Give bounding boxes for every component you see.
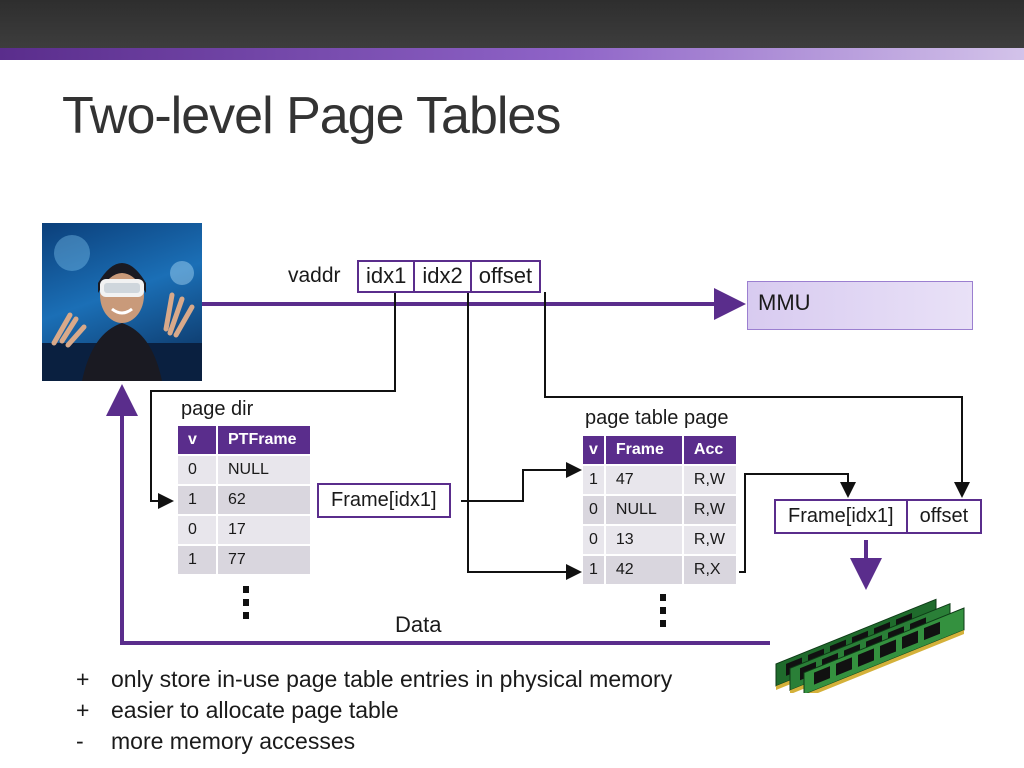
table-row: 1 62 [178,486,310,514]
physical-offset-field: offset [919,505,969,527]
page-table-to-physical-frame-arrow [739,473,856,573]
physical-frame-field: Frame[idx1] [776,501,908,532]
bullet-text: easier to allocate page table [111,697,399,723]
table-row: 1 77 [178,546,310,574]
idx1-to-page-dir-arrow [150,292,396,509]
table-cell: 47 [605,466,682,494]
slide-title: Two-level Page Tables [62,87,561,145]
table-cell: 1 [583,556,604,584]
mmu-box: MMU [747,281,973,330]
list-item: - more memory accesses [76,726,672,757]
table-row: 1 47 R,W [583,466,736,494]
table-cell: R,W [683,526,736,554]
vaddr-field-offset: offset [478,263,533,288]
table-row: 1 42 R,X [583,556,736,584]
slide-top-bar [0,0,1024,48]
idx2-to-page-table-arrow [467,292,582,580]
table-cell: R,W [683,466,736,494]
data-return-arrow [106,384,770,645]
table-cell: 0 [178,516,216,544]
page-dir-header-v: v [178,426,216,454]
physical-address-box: Frame[idx1] offset [774,499,983,534]
offset-to-physical-offset-arrow [544,292,970,498]
vaddr-field-idx1: idx1 [359,262,416,291]
table-row: 0 NULL [178,456,310,484]
table-cell: R,X [683,556,736,584]
list-item: + easier to allocate page table [76,695,672,726]
table-cell: 1 [583,466,604,494]
page-dir-label: page dir [181,398,254,420]
frame-idx1-label: Frame[idx1] [331,489,437,511]
vaddr-field-idx2: idx2 [415,262,472,291]
page-dir-header-ptframe: PTFrame [218,426,310,454]
frame-to-page-table-arrow [461,462,582,502]
bullet-mark: + [76,666,90,692]
table-row: 0 13 R,W [583,526,736,554]
table-cell: 62 [218,486,310,514]
vr-user-photo [42,223,202,381]
table-cell: 42 [605,556,682,584]
bullet-text: more memory accesses [111,728,356,754]
bullet-text: only store in-use page table entries in … [111,666,673,692]
slide-accent-stripe [0,48,1024,60]
table-row: 0 17 [178,516,310,544]
page-table-page-label: page table page [585,407,729,429]
frame-idx1-box: Frame[idx1] [317,483,451,518]
page-dir-ellipsis [243,586,249,619]
vaddr-label: vaddr [288,264,341,287]
table-cell: 77 [218,546,310,574]
virtual-address-box: idx1 idx2 offset [357,260,542,293]
page-dir-table: v PTFrame 0 NULL 1 62 0 17 1 77 [176,424,312,576]
page-table-page-table: v Frame Acc 1 47 R,W 0 NULL R,W 0 13 R,W… [581,434,738,586]
table-row: 0 NULL R,W [583,496,736,524]
table-cell: 1 [178,546,216,574]
page-table-header-v: v [583,436,604,464]
table-cell: 13 [605,526,682,554]
table-cell: 0 [583,496,604,524]
memory-modules-image [766,598,966,699]
data-label: Data [395,612,442,637]
table-cell: R,W [683,496,736,524]
table-cell: NULL [605,496,682,524]
list-item: + only store in-use page table entries i… [76,664,672,695]
page-table-header-acc: Acc [683,436,736,464]
page-table-header-frame: Frame [605,436,682,464]
bullet-mark: + [76,697,90,723]
table-cell: NULL [218,456,310,484]
table-cell: 17 [218,516,310,544]
table-cell: 0 [178,456,216,484]
bullet-mark: - [76,728,84,754]
table-cell: 1 [178,486,216,514]
tradeoff-list: + only store in-use page table entries i… [76,664,672,757]
page-table-ellipsis [660,594,666,627]
table-cell: 0 [583,526,604,554]
